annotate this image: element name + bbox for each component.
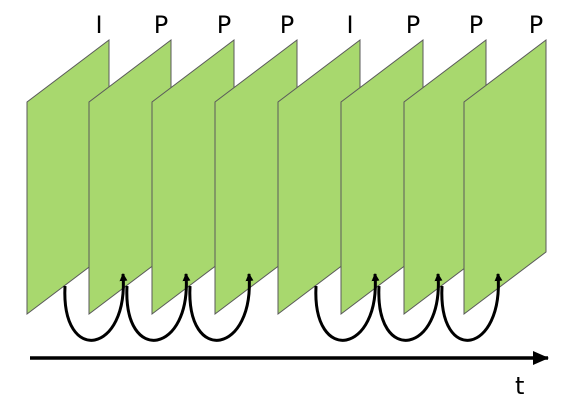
reference-arrow-3: [188, 273, 254, 342]
reference-arrow-4: [314, 273, 380, 342]
frame-3: [151, 38, 235, 316]
frame-label-6: P: [406, 11, 420, 39]
reference-arrows: [63, 273, 503, 342]
frame-6: [340, 38, 424, 316]
frame-label-8: P: [529, 11, 543, 39]
frame-label-1: I: [95, 11, 102, 39]
reference-arrow-1: [63, 273, 128, 342]
frame-label-5: I: [346, 11, 353, 39]
reference-arrow-2: [125, 273, 191, 342]
frame-2: [88, 38, 172, 316]
frames-layer: [26, 38, 547, 316]
frame-label-7: P: [469, 11, 483, 39]
frame-5: [277, 38, 361, 316]
frame-label-4: P: [280, 11, 294, 39]
time-axis-label: t: [515, 372, 524, 400]
frame-label-3: P: [217, 11, 231, 39]
frame-8: [463, 38, 547, 316]
reference-arrow-6: [440, 273, 503, 342]
frame-4: [214, 38, 298, 316]
frame-label-2: P: [154, 11, 168, 39]
reference-arrow-5: [377, 273, 443, 342]
